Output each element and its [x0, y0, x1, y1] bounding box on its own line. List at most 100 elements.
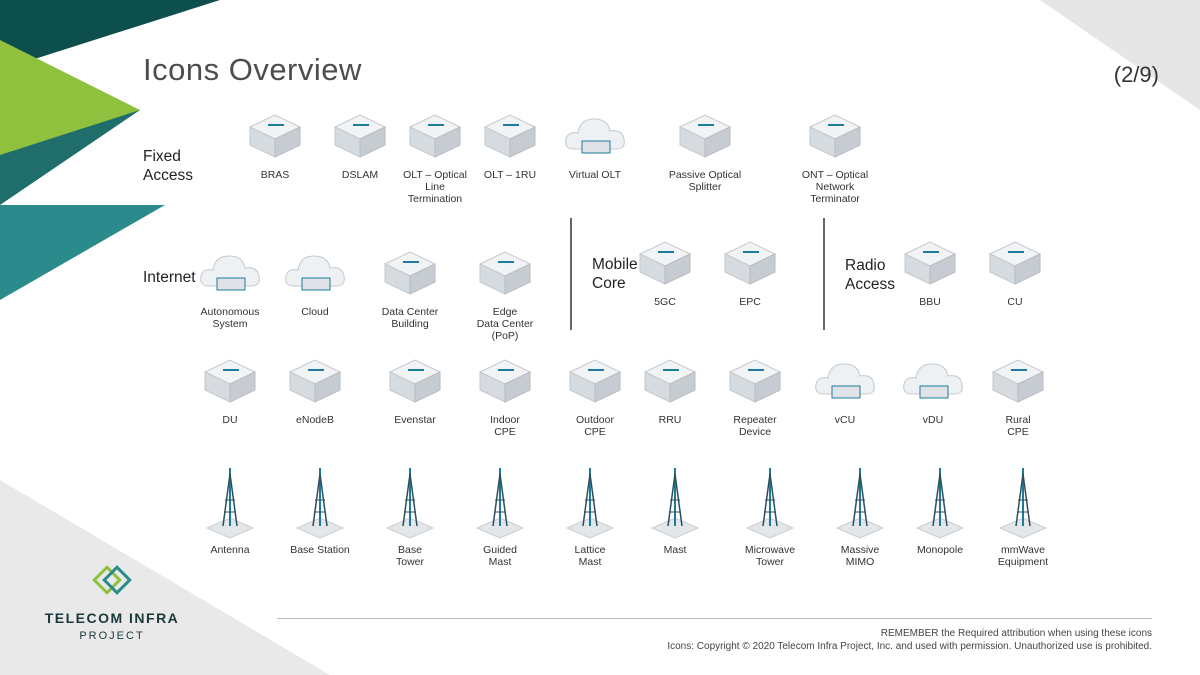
cu-icon	[980, 232, 1050, 292]
icon-tile: Guided Mast	[445, 460, 555, 568]
du-icon	[195, 350, 265, 410]
edge-data-center-icon	[470, 242, 540, 302]
icon-tile: Outdoor CPE	[540, 350, 650, 438]
icon-tile: Microwave Tower	[715, 460, 825, 568]
evenstar-icon	[380, 350, 450, 410]
indoor-cpe-icon	[470, 350, 540, 410]
icon-label: Antenna	[210, 544, 250, 556]
icon-tile: EPC	[695, 232, 805, 308]
icon-label: BRAS	[260, 169, 290, 181]
icon-tile: Cloud	[260, 242, 370, 318]
icon-label: Data Center Building	[381, 306, 439, 330]
icon-label: EPC	[739, 296, 761, 308]
splitter-icon	[670, 105, 740, 165]
icon-label: DU	[222, 414, 238, 426]
icon-label: RRU	[658, 414, 682, 426]
bbu-icon	[895, 232, 965, 292]
monopole-icon	[905, 460, 975, 540]
icon-tile: mmWave Equipment	[968, 460, 1078, 568]
icon-label: Monopole	[916, 544, 964, 556]
icon-label: OLT – Optical Line Termination	[403, 169, 467, 205]
icon-label: Evenstar	[394, 414, 436, 426]
icon-label: Base Station	[290, 544, 350, 556]
icon-label: Base Tower	[395, 544, 424, 568]
repeater-icon	[720, 350, 790, 410]
icon-tile: Base Tower	[355, 460, 465, 568]
icon-tile: Lattice Mast	[535, 460, 645, 568]
router-icon	[240, 105, 310, 165]
icon-label: eNodeB	[296, 414, 334, 426]
outdoor-cpe-icon	[560, 350, 630, 410]
massive-mimo-icon	[825, 460, 895, 540]
icon-label: Edge Data Center (PoP)	[476, 306, 534, 342]
icon-label: Microwave Tower	[744, 544, 796, 568]
base-tower-icon	[375, 460, 445, 540]
footer-attribution: REMEMBER the Required attribution when u…	[880, 628, 1152, 639]
icon-tile: Rural CPE	[963, 350, 1073, 438]
microwave-tower-icon	[735, 460, 805, 540]
icon-tile: OLT – 1RU	[455, 105, 565, 181]
icon-tile: Autonomous System	[175, 242, 285, 330]
icon-tile: 5GC	[610, 232, 720, 308]
icon-tile: BRAS	[220, 105, 330, 181]
virtual-olt-icon	[560, 105, 630, 165]
icon-tile: vDU	[878, 350, 988, 426]
icon-tile: DSLAM	[305, 105, 415, 181]
tip-logo-icon	[92, 565, 132, 595]
icon-tile: RRU	[615, 350, 725, 426]
icon-tile: Base Station	[265, 460, 375, 556]
section-fixed-access: Fixed Access	[143, 148, 193, 184]
autonomous-system-icon	[195, 242, 265, 302]
icon-label: ONT – Optical Network Terminator	[801, 169, 869, 205]
icon-tile: ONT – Optical Network Terminator	[780, 105, 890, 205]
icon-tile: Edge Data Center (PoP)	[450, 242, 560, 342]
icon-label: Rural CPE	[1005, 414, 1031, 438]
footer-divider	[277, 618, 1152, 619]
icon-label: Autonomous System	[200, 306, 260, 330]
icon-tile: BBU	[875, 232, 985, 308]
icon-label: vDU	[922, 414, 944, 426]
icon-tile: Indoor CPE	[450, 350, 560, 438]
data-center-icon	[375, 242, 445, 302]
vdu-icon	[898, 350, 968, 410]
icon-tile: Data Center Building	[355, 242, 465, 330]
mmwave-icon	[988, 460, 1058, 540]
logo-name: TELECOM INFRA	[44, 610, 180, 626]
icon-label: CU	[1007, 296, 1023, 308]
icon-label: mmWave Equipment	[997, 544, 1049, 568]
icon-label: BBU	[919, 296, 941, 308]
icon-label: Repeater Device	[733, 414, 777, 438]
page-indicator: (2/9)	[1113, 62, 1159, 87]
ont-icon	[800, 105, 870, 165]
page-title: Icons Overview	[143, 52, 362, 87]
icon-label: Massive MIMO	[840, 544, 880, 568]
vcu-icon	[810, 350, 880, 410]
icon-tile: Passive Optical Splitter	[650, 105, 760, 193]
olt-icon	[400, 105, 470, 165]
icon-tile: Repeater Device	[700, 350, 810, 438]
section-divider	[570, 218, 572, 330]
guided-mast-icon	[465, 460, 535, 540]
icon-label: DSLAM	[341, 169, 379, 181]
section-divider	[823, 218, 825, 330]
footer-copyright: Icons: Copyright © 2020 Telecom Infra Pr…	[667, 641, 1152, 652]
mast-icon	[640, 460, 710, 540]
lattice-mast-icon	[555, 460, 625, 540]
icon-tile: Massive MIMO	[805, 460, 915, 568]
icon-label: Cloud	[301, 306, 329, 318]
olt-1ru-icon	[475, 105, 545, 165]
icon-label: Virtual OLT	[568, 169, 622, 181]
section-mobile-core: Mobile Core	[592, 256, 638, 292]
epc-icon	[715, 232, 785, 292]
icon-label: Guided Mast	[483, 544, 517, 568]
icon-label: Passive Optical Splitter	[668, 169, 742, 193]
icon-tile: Virtual OLT	[540, 105, 650, 181]
icon-tile: eNodeB	[260, 350, 370, 426]
icon-tile: Monopole	[885, 460, 995, 556]
tip-logo: TELECOM INFRA PROJECT	[42, 565, 182, 642]
icon-label: 5GC	[654, 296, 676, 308]
rru-icon	[635, 350, 705, 410]
icon-tile: OLT – Optical Line Termination	[380, 105, 490, 205]
cloud-icon	[280, 242, 350, 302]
